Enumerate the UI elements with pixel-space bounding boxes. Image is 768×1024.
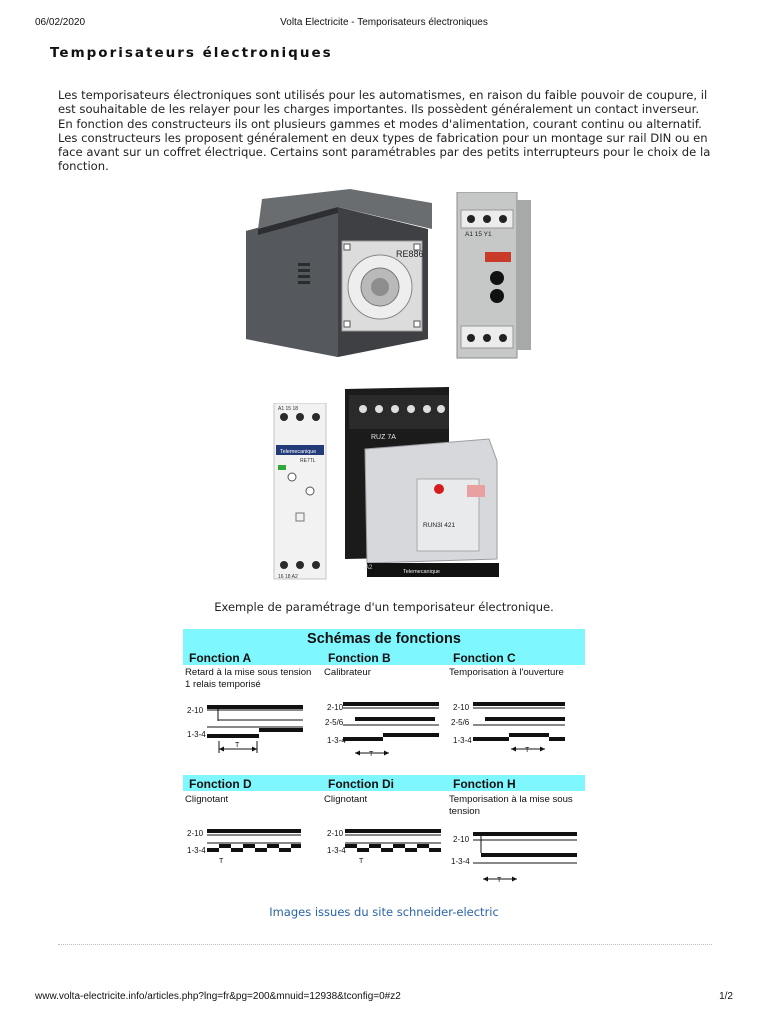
function-h-label: Fonction H — [453, 777, 516, 791]
function-schema-table: Schémas de fonctions Fonction A Fonction… — [183, 629, 585, 892]
function-a-desc: Retard à la mise sous tension 1 relais t… — [185, 667, 312, 690]
page-title-header: Volta Electricite - Temporisateurs élect… — [280, 17, 488, 28]
function-h-desc: Temporisation à la mise sous tension — [449, 794, 573, 817]
re7-timer-image: A1 15 18 Telemecanique RE7TL 16 18 A2 — [273, 403, 327, 580]
h-t-label: T — [497, 877, 502, 884]
re886-label: RE886 — [396, 249, 424, 259]
article-title: Temporisateurs électroniques — [50, 45, 333, 61]
c-t-label: T — [525, 747, 530, 754]
function-d-desc: Clignotant — [185, 794, 229, 805]
re7-top-label: A1 15 18 — [278, 406, 298, 412]
function-c-desc: Temporisation à l'ouverture — [449, 667, 564, 678]
din-terminal-label: A1 15 Y1 — [465, 231, 492, 238]
image-caption: Exemple de paramétrage d'un temporisateu… — [214, 600, 554, 614]
c-label-256: 2-5/6 — [451, 718, 470, 727]
schema-title-band — [183, 629, 585, 649]
separator-line — [58, 944, 712, 945]
di-t-label: T — [359, 858, 364, 865]
b-label-134: 1-3-4 — [327, 736, 346, 745]
d-t-label: T — [219, 858, 224, 865]
function-b-desc: Calibrateur — [324, 667, 371, 678]
c-label-210: 2-10 — [453, 703, 470, 712]
h-label-134: 1-3-4 — [451, 857, 470, 866]
schema-title: Schémas de fonctions — [307, 631, 461, 647]
image-credit-link[interactable]: Images issues du site schneider-electric — [269, 905, 499, 919]
c-label-134: 1-3-4 — [453, 736, 472, 745]
d-label-210: 2-10 — [187, 829, 204, 838]
ruz-label: RUZ 7A — [371, 434, 396, 441]
timing-diagrams: 2-10 1-3-4 T 2-10 2-5/6 1-3-4 — [187, 702, 577, 884]
page-header: 06/02/2020 Volta Electricite - Temporisa… — [35, 17, 733, 31]
h-label-210: 2-10 — [453, 835, 470, 844]
footer-url: www.volta-electricite.info/articles.php?… — [35, 991, 401, 1002]
function-di-label: Fonction Di — [328, 777, 394, 791]
di-label-210: 2-10 — [327, 829, 344, 838]
function-header-band-1 — [183, 649, 585, 665]
b-t-label: T — [369, 751, 374, 758]
a-label-210: 2-10 — [187, 706, 204, 715]
b-label-210: 2-10 — [327, 703, 344, 712]
ruz-relay-image: RUZ 7A RUN3I 421 Telemecanique A2 — [345, 387, 499, 577]
article-intro: Les temporisateurs électroniques sont ut… — [58, 88, 711, 174]
re886-timer-image: RE886 — [246, 189, 432, 357]
function-a-label: Fonction A — [189, 651, 252, 665]
di-label-134: 1-3-4 — [327, 846, 346, 855]
function-d-label: Fonction D — [189, 777, 252, 791]
a-label-134: 1-3-4 — [187, 730, 206, 739]
function-c-label: Fonction C — [453, 651, 516, 665]
d-label-134: 1-3-4 — [187, 846, 206, 855]
din-timer-image: A1 15 Y1 — [456, 192, 531, 359]
function-header-band-2 — [183, 775, 585, 791]
ruz-brand: Telemecanique — [403, 569, 440, 575]
re7-bottom-label: 16 18 A2 — [278, 574, 298, 580]
a-t-label: T — [235, 742, 240, 749]
re7-brand: Telemecanique — [280, 449, 316, 455]
page-footer: www.volta-electricite.info/articles.php?… — [35, 991, 733, 1005]
ruz-socket-label: A2 — [365, 565, 373, 571]
function-b-label: Fonction B — [328, 651, 391, 665]
print-date: 06/02/2020 — [35, 17, 86, 28]
page-number: 1/2 — [719, 991, 733, 1002]
function-di-desc: Clignotant — [324, 794, 368, 805]
ruz-relay-model: RUN3I 421 — [423, 522, 456, 529]
b-label-256: 2-5/6 — [325, 718, 344, 727]
re7-model: RE7TL — [300, 458, 316, 464]
